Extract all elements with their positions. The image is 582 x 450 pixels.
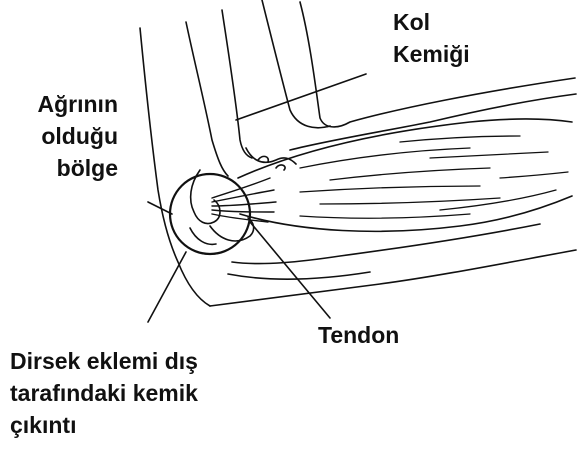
muscle-striations xyxy=(300,136,568,218)
tendon-label: Tendon xyxy=(318,322,399,350)
forearm-lower-line xyxy=(232,224,540,264)
upper-arm-inner-line xyxy=(186,22,228,176)
joint-detail xyxy=(190,228,216,244)
pain-region-label: Ağrının olduğu bölge xyxy=(10,88,118,184)
forearm-lower-line-2 xyxy=(228,272,370,279)
pain-region-circle xyxy=(170,174,250,254)
olecranon-detail xyxy=(246,148,296,164)
muscle-belly-top xyxy=(238,119,572,178)
arm-bone-leader xyxy=(236,74,366,120)
humerus-edge xyxy=(262,0,330,128)
upper-arm-outline-left xyxy=(140,28,210,306)
muscle-belly-bottom xyxy=(240,196,572,231)
bony-prominence-label: Dirsek eklemi dış tarafındaki kemik çıkı… xyxy=(10,345,198,441)
arm-bone-label: Kol Kemiği xyxy=(393,6,470,70)
upper-arm-inner-line-2 xyxy=(222,10,252,158)
bony-prominence-leader xyxy=(148,252,186,322)
tendon-leader xyxy=(250,222,330,318)
